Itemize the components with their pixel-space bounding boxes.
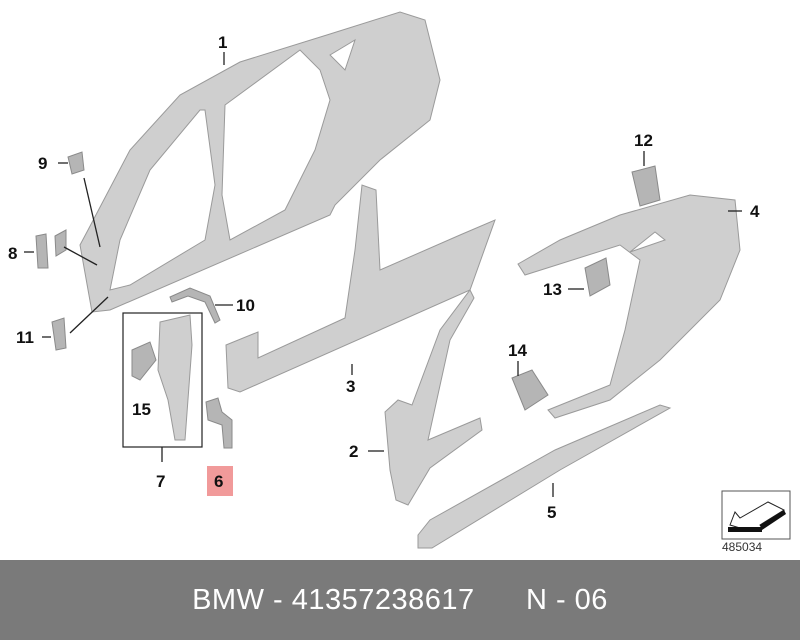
part-6[interactable] [205, 397, 233, 449]
callout-6[interactable]: 6 [214, 472, 223, 491]
orientation-arrow-icon [721, 490, 791, 540]
part-4-rear-quarter[interactable] [517, 194, 741, 419]
part-11[interactable] [51, 317, 67, 351]
highlight-part-6 [207, 466, 233, 496]
callout-11[interactable]: 11 [16, 328, 34, 347]
callout-3[interactable]: 3 [346, 377, 355, 396]
callout-14[interactable]: 14 [508, 341, 527, 360]
callout-2[interactable]: 2 [349, 442, 358, 461]
part-15[interactable] [131, 341, 157, 381]
callout-13[interactable]: 13 [543, 280, 562, 299]
callout-lines [24, 52, 742, 497]
part-10[interactable] [169, 287, 221, 324]
part-9[interactable] [67, 151, 85, 175]
part-2-pillar[interactable] [384, 289, 483, 506]
part-8[interactable] [35, 229, 67, 269]
callout-7[interactable]: 7 [156, 472, 165, 491]
footer-text: BMW - 41357238617 N - 06 [192, 583, 608, 616]
callout-10[interactable]: 10 [236, 296, 255, 315]
part-3-inner-sill[interactable] [225, 184, 496, 393]
callout-4[interactable]: 4 [750, 202, 760, 221]
part-12[interactable] [631, 165, 661, 207]
callout-labels: 1 9 8 11 10 15 7 6 3 2 5 14 13 12 4 [8, 33, 760, 522]
image-number: 485034 [722, 540, 763, 554]
callout-9[interactable]: 9 [38, 154, 47, 173]
parts-diagram: 1 9 8 11 10 15 7 6 3 2 5 14 13 12 4 [8, 11, 791, 549]
callout-1[interactable]: 1 [218, 33, 227, 52]
part-1-side-frame[interactable] [79, 11, 441, 313]
part-7-bracket[interactable] [157, 314, 193, 441]
part-13[interactable] [584, 257, 611, 297]
footer-bar: BMW - 41357238617 N - 06 [0, 560, 800, 640]
part-5-sill[interactable] [417, 404, 672, 549]
part-14[interactable] [511, 369, 549, 411]
callout-12[interactable]: 12 [634, 131, 653, 150]
callout-8[interactable]: 8 [8, 244, 17, 263]
callout-5[interactable]: 5 [547, 503, 556, 522]
callout-15[interactable]: 15 [132, 400, 151, 419]
